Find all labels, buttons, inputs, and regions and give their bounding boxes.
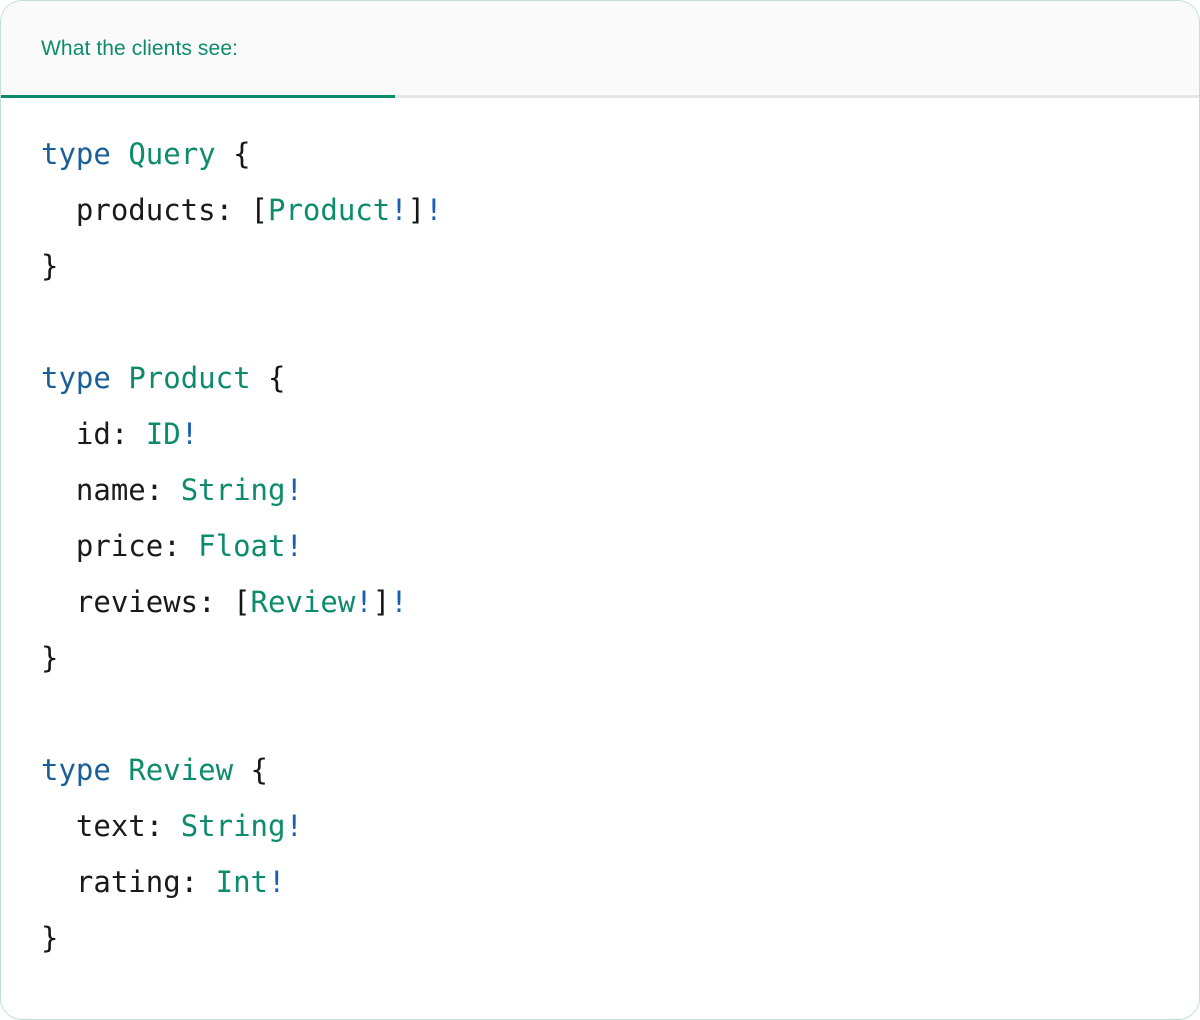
code-line: products: [Product!]! bbox=[41, 182, 1159, 238]
code-token-kw: type bbox=[41, 137, 111, 171]
code-token-punc: { bbox=[215, 137, 251, 171]
code-line: reviews: [Review!]! bbox=[41, 574, 1159, 630]
code-token-punc bbox=[111, 753, 128, 787]
code-line: type Review { bbox=[41, 742, 1159, 798]
code-token-punc bbox=[41, 473, 76, 507]
code-token-type: Product bbox=[128, 361, 251, 395]
tab-strip: What the clients see: bbox=[1, 1, 1199, 98]
code-token-type: ID bbox=[145, 417, 181, 451]
code-token-type: Int bbox=[215, 865, 268, 899]
code-token-bang: ! bbox=[268, 865, 286, 899]
code-line: price: Float! bbox=[41, 518, 1159, 574]
code-line: type Query { bbox=[41, 126, 1159, 182]
graphql-schema-code[interactable]: type Query { products: [Product!]!} type… bbox=[41, 126, 1159, 966]
code-token-punc bbox=[41, 865, 76, 899]
code-token-field: price: bbox=[75, 529, 181, 563]
code-token-type: String bbox=[180, 809, 286, 843]
code-token-type: Product bbox=[267, 193, 391, 227]
code-token-punc bbox=[41, 585, 76, 619]
code-token-field: rating: bbox=[75, 865, 199, 899]
code-token-punc bbox=[41, 417, 76, 451]
code-token-bang: ! bbox=[285, 809, 303, 843]
code-token-punc bbox=[163, 473, 180, 507]
code-line: } bbox=[41, 910, 1159, 966]
tab-label: What the clients see: bbox=[41, 36, 239, 60]
code-token-kw: type bbox=[41, 361, 111, 395]
code-token-punc bbox=[41, 809, 76, 843]
code-token-type: Query bbox=[128, 137, 216, 171]
code-token-bang: ! bbox=[390, 193, 408, 227]
code-line: name: String! bbox=[41, 462, 1159, 518]
code-token-type: String bbox=[180, 473, 286, 507]
code-token-type: Float bbox=[198, 529, 286, 563]
code-token-field: reviews: bbox=[75, 585, 216, 619]
code-token-punc bbox=[111, 361, 128, 395]
code-token-punc: [ bbox=[233, 193, 268, 227]
code-token-punc bbox=[181, 529, 198, 563]
code-token-type: Review bbox=[250, 585, 356, 619]
code-line: } bbox=[41, 630, 1159, 686]
code-token-punc: [ bbox=[215, 585, 251, 619]
code-token-punc bbox=[163, 809, 180, 843]
code-token-bang: ! bbox=[180, 417, 199, 451]
code-area: type Query { products: [Product!]!} type… bbox=[1, 98, 1199, 1019]
code-token-bang: ! bbox=[425, 193, 443, 227]
code-token-kw: type bbox=[41, 753, 111, 787]
code-line: id: ID! bbox=[41, 406, 1159, 462]
code-line bbox=[41, 294, 1159, 350]
code-token-punc bbox=[128, 417, 145, 451]
code-token-punc: } bbox=[41, 249, 59, 283]
tab-what-the-clients-see[interactable]: What the clients see: bbox=[1, 1, 395, 98]
code-token-punc: } bbox=[41, 921, 59, 955]
code-line: text: String! bbox=[41, 798, 1159, 854]
code-token-bang: ! bbox=[355, 585, 373, 619]
code-token-bang: ! bbox=[285, 473, 303, 507]
code-token-punc: ] bbox=[372, 585, 391, 619]
active-tab-underline bbox=[1, 95, 395, 98]
code-token-punc: { bbox=[250, 361, 286, 395]
code-line: } bbox=[41, 238, 1159, 294]
code-token-field: id: bbox=[75, 417, 129, 451]
code-token-type: Review bbox=[128, 753, 234, 787]
code-line bbox=[41, 686, 1159, 742]
code-line: rating: Int! bbox=[41, 854, 1159, 910]
code-token-punc: { bbox=[233, 753, 268, 787]
code-token-field: text: bbox=[75, 809, 164, 843]
code-line: type Product { bbox=[41, 350, 1159, 406]
code-token-punc: } bbox=[41, 641, 59, 675]
code-token-punc bbox=[41, 193, 76, 227]
code-token-bang: ! bbox=[285, 529, 303, 563]
code-token-punc: ] bbox=[407, 193, 426, 227]
code-token-bang: ! bbox=[390, 585, 408, 619]
code-token-punc bbox=[111, 137, 128, 171]
code-token-field: name: bbox=[75, 473, 164, 507]
code-token-punc bbox=[41, 529, 76, 563]
code-token-field: products: bbox=[75, 193, 234, 227]
code-token-punc bbox=[198, 865, 215, 899]
